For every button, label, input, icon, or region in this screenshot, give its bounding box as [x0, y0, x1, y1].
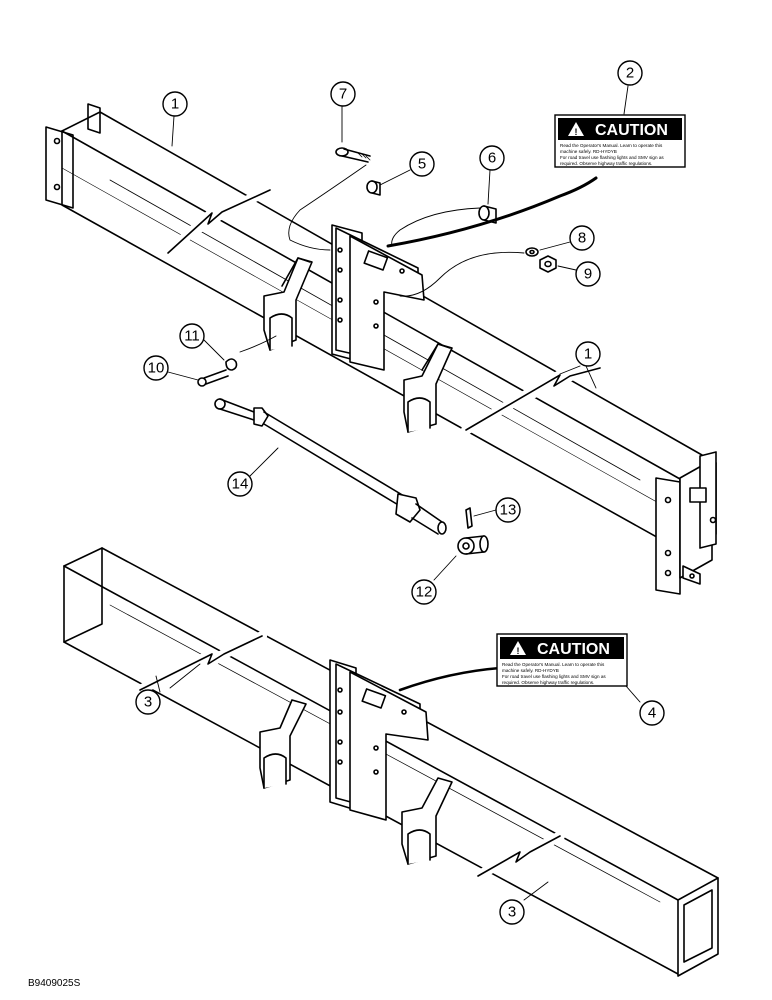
callout-1-upper: 1 — [162, 91, 188, 117]
svg-text:12: 12 — [416, 584, 433, 601]
svg-text:1: 1 — [171, 96, 179, 113]
decal-line: required. Observe highway traffic regula… — [502, 680, 594, 685]
upper-beam — [45, 103, 717, 595]
svg-text:2: 2 — [626, 65, 634, 82]
decal-line: required. Observe highway traffic regula… — [560, 161, 652, 166]
lower-beam — [63, 547, 719, 977]
callout-5: 5 — [409, 151, 435, 177]
callout-12: 12 — [411, 579, 437, 605]
decal-title: CAUTION — [595, 122, 668, 139]
roll-pin-item-13 — [465, 507, 473, 529]
bolt-item-7 — [335, 147, 371, 163]
callout-13: 13 — [495, 497, 521, 523]
callout-11: 11 — [179, 323, 205, 349]
svg-text:5: 5 — [418, 156, 426, 173]
svg-text:14: 14 — [232, 476, 249, 493]
washer-item-8 — [525, 247, 539, 257]
callout-3-lower: 3 — [499, 899, 525, 925]
svg-text:10: 10 — [148, 360, 165, 377]
callout-2: 2 — [617, 60, 643, 86]
decal-line: Read the Operator's Manual. Learn to ope… — [502, 662, 605, 667]
svg-text:!: ! — [575, 127, 578, 137]
spacer-item-6 — [478, 205, 497, 224]
callout-6: 6 — [479, 145, 505, 171]
decal-line: machine safely. RD-HYDYB — [560, 149, 617, 154]
decal-line: For road travel use flashing lights and … — [502, 674, 606, 679]
callout-1-right: 1 — [575, 341, 601, 367]
decal-line: Read the Operator's Manual. Learn to ope… — [560, 143, 663, 148]
svg-text:!: ! — [517, 646, 520, 656]
callout-7: 7 — [330, 81, 356, 107]
svg-text:13: 13 — [500, 502, 517, 519]
decal-title: CAUTION — [537, 641, 610, 658]
caution-decal-upper: ! CAUTION Read the Operator's Manual. Le… — [554, 114, 686, 168]
pin-item-10 — [197, 369, 229, 387]
svg-text:3: 3 — [144, 694, 152, 711]
callout-4: 4 — [639, 700, 665, 726]
nut-item-9 — [539, 255, 557, 273]
callout-9: 9 — [575, 261, 601, 287]
svg-text:6: 6 — [488, 150, 496, 167]
svg-text:3: 3 — [508, 904, 516, 921]
clip-item-11 — [225, 358, 238, 371]
svg-text:1: 1 — [584, 346, 592, 363]
svg-text:7: 7 — [339, 86, 347, 103]
svg-text:4: 4 — [648, 705, 656, 722]
callout-3-left: 3 — [135, 689, 161, 715]
svg-text:9: 9 — [584, 266, 592, 283]
svg-text:8: 8 — [578, 230, 586, 247]
callout-10: 10 — [143, 355, 169, 381]
hardware-group — [197, 147, 557, 555]
bushing-item-5 — [366, 180, 381, 196]
callout-14: 14 — [227, 471, 253, 497]
decal-line: machine safely. RD-HYDYB — [502, 668, 559, 673]
shaft-item-14 — [214, 398, 447, 535]
callout-8: 8 — [569, 225, 595, 251]
collar-item-12 — [457, 535, 489, 555]
decal-line: For road travel use flashing lights and … — [560, 155, 664, 160]
figure-id: B9409025S — [28, 978, 81, 989]
caution-decal-lower: ! CAUTION Read the Operator's Manual. Le… — [496, 633, 628, 687]
svg-text:11: 11 — [184, 328, 200, 345]
callout-leaders — [155, 85, 641, 901]
